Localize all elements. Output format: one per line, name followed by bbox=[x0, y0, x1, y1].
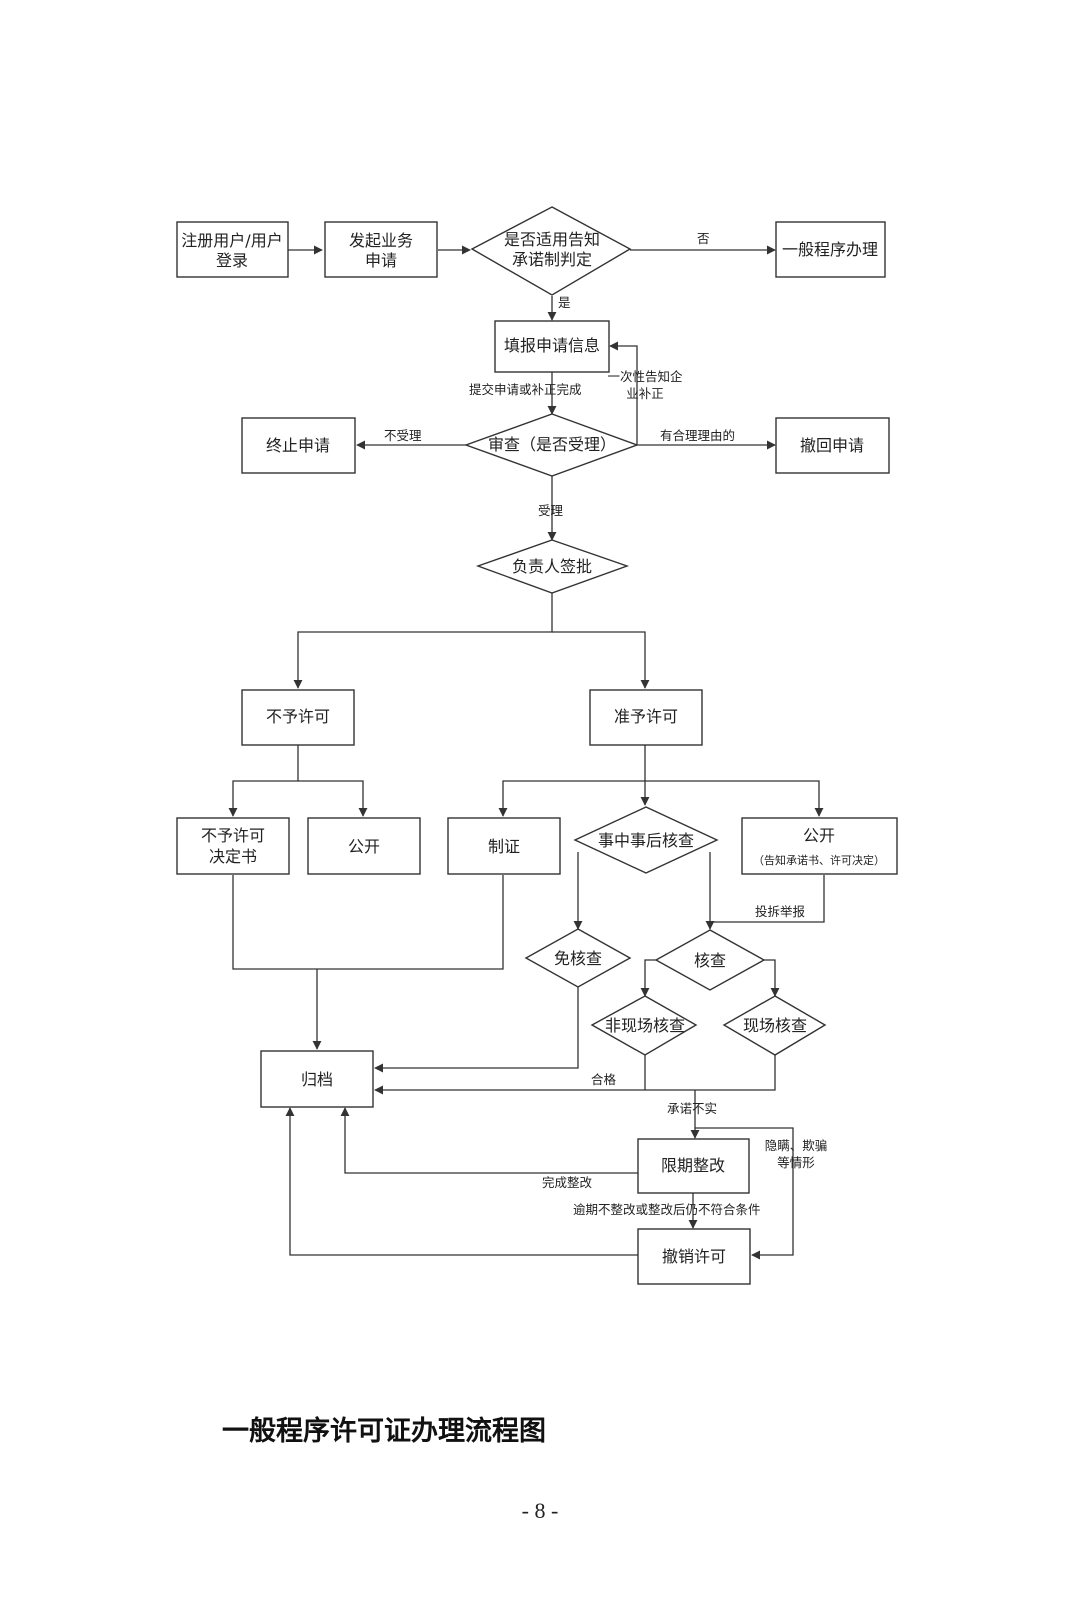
label-conceal-line1: 隐瞒、欺骗 bbox=[765, 1138, 828, 1153]
node-onsite-label: 现场核查 bbox=[743, 1016, 807, 1035]
edge-revoke-archive bbox=[285, 1107, 638, 1256]
edge-sign-grant bbox=[552, 631, 650, 689]
label-done-rectify: 完成整改 bbox=[542, 1175, 593, 1190]
node-verify: 核查 bbox=[654, 929, 766, 991]
node-sign-label: 负责人签批 bbox=[512, 557, 592, 576]
edge-deny-children bbox=[228, 745, 299, 817]
node-deny-doc: 不予许可 决定书 bbox=[176, 817, 290, 875]
node-withdraw: 撤回申请 bbox=[775, 417, 890, 474]
node-certify-label: 制证 bbox=[488, 837, 520, 856]
label-notify-line2: 业补正 bbox=[626, 386, 664, 401]
edge-sign-deny bbox=[293, 593, 553, 689]
edge-denydoc-merge bbox=[232, 875, 504, 970]
node-deny: 不予许可 bbox=[241, 689, 355, 746]
edge-grant-public2 bbox=[645, 780, 824, 817]
node-revoke: 撤销许可 bbox=[637, 1228, 751, 1285]
label-qualified: 合格 bbox=[591, 1072, 617, 1087]
figure-caption: 一般程序许可证办理流程图 bbox=[222, 1416, 546, 1447]
edge-verify-onsite bbox=[762, 959, 780, 997]
node-apply: 发起业务 申请 bbox=[324, 221, 438, 278]
connectors bbox=[228, 245, 825, 1260]
node-grant-label: 准予许可 bbox=[614, 707, 678, 726]
node-verify-label: 核查 bbox=[694, 951, 726, 970]
node-offsite-label: 非现场核查 bbox=[605, 1016, 685, 1035]
node-public1: 公开 bbox=[307, 817, 421, 875]
node-review-label: 审查（是否受理） bbox=[488, 435, 616, 454]
node-register: 注册用户/用户 登录 bbox=[176, 221, 289, 278]
node-grant: 准予许可 bbox=[589, 689, 703, 746]
label-overdue: 逾期不整改或整改后仍不符合条件 bbox=[573, 1202, 761, 1217]
node-register-line1: 注册用户/用户 bbox=[181, 231, 282, 250]
node-offsite: 非现场核查 bbox=[590, 995, 698, 1056]
node-public1-label: 公开 bbox=[348, 837, 380, 856]
node-apply-line1: 发起业务 bbox=[349, 231, 413, 250]
node-judge-line1: 是否适用告知 bbox=[504, 230, 600, 249]
node-withdraw-label: 撤回申请 bbox=[800, 436, 864, 455]
node-deny-doc-line2: 决定书 bbox=[209, 847, 257, 866]
label-false-promise: 承诺不实 bbox=[667, 1101, 717, 1116]
edge-grant-certify bbox=[498, 745, 646, 817]
edge-review-fill bbox=[609, 341, 638, 445]
label-complaint: 投拆举报 bbox=[755, 904, 806, 919]
node-register-line2: 登录 bbox=[216, 251, 248, 270]
node-sign: 负责人签批 bbox=[475, 539, 630, 594]
node-certify: 制证 bbox=[447, 817, 561, 875]
node-general: 一般程序办理 bbox=[775, 221, 886, 278]
label-conceal-line2: 等情形 bbox=[777, 1155, 815, 1170]
node-public2: 公开 （告知承诺书、许可决定） bbox=[741, 817, 898, 875]
node-public2-sub: （告知承诺书、许可决定） bbox=[753, 853, 885, 867]
node-public2-label: 公开 bbox=[803, 826, 835, 845]
node-exempt: 免核查 bbox=[524, 928, 632, 988]
node-apply-line2: 申请 bbox=[365, 251, 397, 270]
node-review: 审查（是否受理） bbox=[463, 413, 640, 477]
label-reject: 不受理 bbox=[384, 428, 422, 443]
node-deny-label: 不予许可 bbox=[266, 707, 330, 726]
page-number: - 8 - bbox=[521, 1498, 559, 1523]
edge-verify-offsite bbox=[640, 959, 659, 997]
node-exempt-label: 免核查 bbox=[554, 949, 602, 968]
node-onsite: 现场核查 bbox=[722, 995, 827, 1056]
node-fill-label: 填报申请信息 bbox=[504, 336, 600, 355]
node-rectify-label: 限期整改 bbox=[661, 1156, 725, 1175]
node-archive-label: 归档 bbox=[301, 1070, 333, 1089]
node-check: 事中事后核查 bbox=[573, 806, 719, 874]
node-rectify: 限期整改 bbox=[637, 1138, 750, 1194]
edge-labels: 否 是 提交申请或补正完成 一次性告知企 业补正 不受理 有合理理由的 受理 投… bbox=[384, 231, 827, 1217]
node-revoke-label: 撤销许可 bbox=[662, 1247, 726, 1266]
node-check-label: 事中事后核查 bbox=[598, 831, 694, 850]
edge-public2-verify bbox=[710, 875, 825, 923]
label-submit: 提交申请或补正完成 bbox=[469, 382, 582, 397]
node-terminate: 终止申请 bbox=[241, 417, 356, 474]
node-archive: 归档 bbox=[260, 1050, 374, 1108]
label-yes: 是 bbox=[558, 295, 571, 310]
node-terminate-label: 终止申请 bbox=[266, 436, 330, 455]
label-notify-line1: 一次性告知企 bbox=[607, 369, 683, 384]
label-reason: 有合理理由的 bbox=[660, 428, 735, 443]
edge-rectify-archive bbox=[340, 1107, 638, 1174]
node-general-label: 一般程序办理 bbox=[782, 240, 878, 259]
label-accept: 受理 bbox=[538, 503, 564, 518]
edge-exempt-archive bbox=[374, 987, 579, 1073]
node-judge-line2: 承诺制判定 bbox=[512, 250, 592, 269]
node-fill: 填报申请信息 bbox=[494, 320, 610, 373]
edge-onsite-archive bbox=[645, 1055, 776, 1091]
nodes: 注册用户/用户 登录 发起业务 申请 是否适用告知 承诺制判定 一般程序办理 填… bbox=[176, 206, 898, 1285]
label-no: 否 bbox=[697, 231, 710, 246]
node-judge: 是否适用告知 承诺制判定 bbox=[470, 206, 632, 296]
edge-deny-public1 bbox=[298, 780, 368, 817]
edge-conceal-revoke bbox=[695, 1127, 794, 1260]
node-deny-doc-line1: 不予许可 bbox=[201, 826, 265, 845]
